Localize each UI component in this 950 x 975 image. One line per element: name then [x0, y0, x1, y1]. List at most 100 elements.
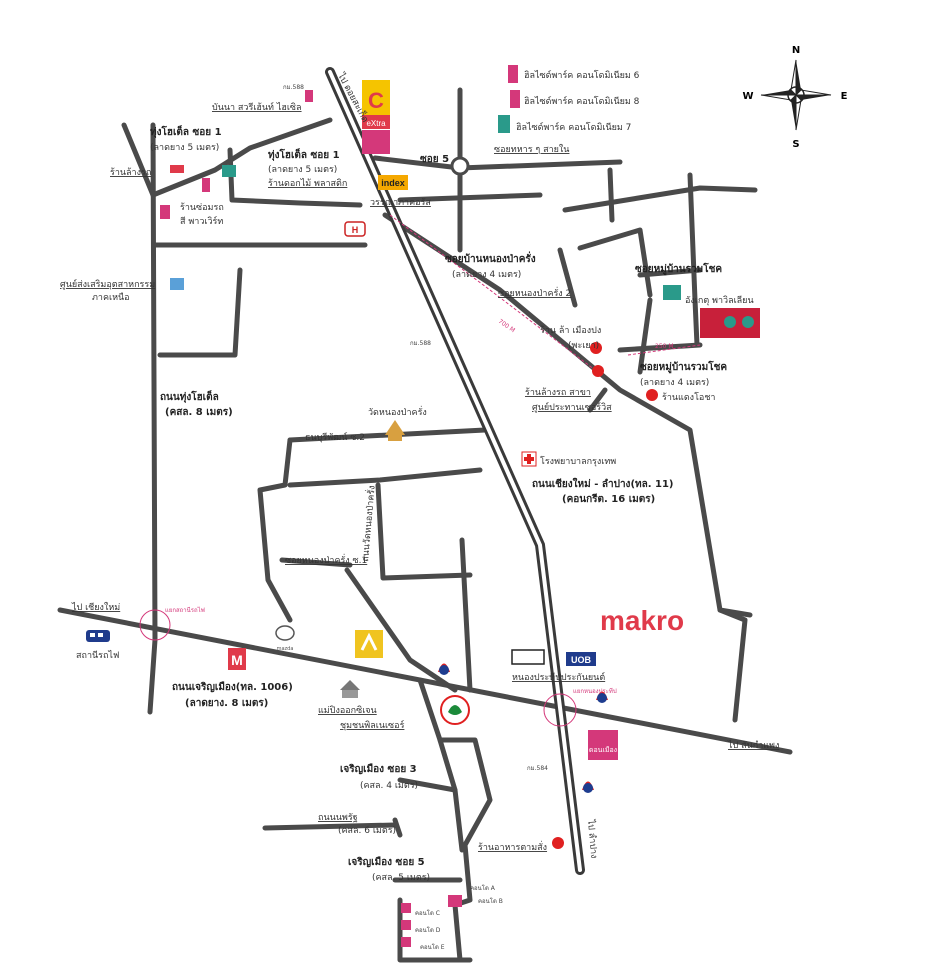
label-sirida-2: ฮิลไซด์พาร์ค คอนโดมิเนียม 8 — [524, 95, 640, 107]
label-food-shop-b: ศูนย์ประทานเซอร์วิส — [532, 401, 612, 413]
label-soi5-right: ซอยทหาร ๆ สายใน — [494, 144, 569, 155]
label-condo-e: คอนโด E — [420, 943, 445, 951]
donmuang-text: ดอนเมือง — [589, 746, 617, 754]
label-sirida-1: ฮิลไซด์พาร์ค คอนโดมิเนียม 6 — [524, 69, 640, 81]
label-to-south: ไป ลำปาง — [585, 818, 599, 859]
label-pharmacy-b: (พะเยา) — [568, 341, 599, 351]
label-km-mid: กม.588 — [410, 340, 431, 347]
mazda-text: mazda — [277, 646, 294, 652]
label-huai-soi1-b-sub: (ลาดยาง 5 เมตร) — [268, 165, 337, 175]
label-pharmacy: ร้าน ล้า เมืองปง — [540, 325, 601, 336]
label-nong-road-sub: (คสล. 6 เมตร) — [338, 826, 396, 836]
label-km-low: กม.584 — [527, 765, 548, 772]
label-nong-road: ถนนนพรัฐ — [318, 813, 358, 823]
road-network — [57, 87, 793, 963]
label-industry-b: ภาคเหนือ — [92, 292, 130, 303]
label-ban-nong-soi2: ซอยหนองป่าครั่ง 2 — [498, 286, 571, 299]
pharmacy-pin-icon — [590, 342, 602, 354]
honda-icon: H — [344, 221, 366, 237]
bigc-extra: eXtra — [366, 119, 386, 128]
label-soi-nong: ซอยหนองป่าครั่ง ซ.1 — [285, 553, 367, 566]
crossing-east-circle — [543, 693, 577, 727]
label-huai-road-sub: (คสล. 8 เมตร) — [165, 407, 233, 418]
label-cm-lampang-sub: (คอนกรีต. 16 เมตร) — [562, 493, 655, 505]
route-line — [389, 214, 596, 371]
uob-logo: UOB — [511, 649, 596, 666]
label-dist-250: 250 M — [655, 343, 674, 350]
label-industry: ศูนย์ส่งเสริมอุตสาหกรรม — [60, 278, 155, 290]
train-icon — [86, 630, 110, 642]
compass-n: N — [792, 45, 800, 56]
label-thonburi: ธนบุรีพัฒน์ ซ.2 — [305, 431, 365, 443]
compass-e: E — [841, 91, 848, 102]
label-huai-soi1-sub: (ลาดยาง 5 เมตร) — [150, 143, 219, 153]
temple-icon — [385, 420, 405, 441]
ptt-icon — [438, 663, 450, 675]
donmuang-logo: ดอนเมือง — [588, 730, 618, 760]
village-icon — [663, 285, 760, 338]
crossing-west-circle — [139, 609, 171, 641]
roundabout — [450, 156, 470, 176]
compass-w: W — [742, 91, 753, 102]
uob-text: UOB — [571, 655, 592, 665]
label-huai-road: ถนนทุ่งโฮเต็ล — [160, 389, 219, 403]
label-food-shop: ร้านล้างรถ สาขา — [525, 387, 591, 398]
label-train: สถานีรถไฟ — [76, 650, 119, 661]
shop-pin-icon-2 — [646, 389, 658, 401]
school-icon — [340, 680, 360, 698]
condo-tower-icons — [160, 65, 520, 290]
label-charoen-road-sub: (ลาดยาง. 8 เมตร) — [185, 698, 268, 709]
label-shop-repair: ร้านล้างรถ — [110, 167, 151, 178]
label-condo-a: คอนโด A — [470, 884, 496, 892]
bigc-c: C — [368, 88, 384, 113]
label-car-shop: ร้านซ่อมรถ — [180, 202, 224, 213]
index-logo: index — [378, 175, 408, 190]
bigc-extra-logo: C eXtra — [362, 80, 390, 154]
condo-bottom-icons — [401, 895, 462, 947]
label-ban-rom2-sub: (ลาดยาง 4 เมตร) — [640, 378, 709, 388]
label-huai-soi1: ทุ่งโฮเต็ล ซอย 1 — [150, 124, 222, 138]
label-to-west: ไป เชียงใหม่ — [71, 602, 120, 613]
label-crossing-east: แยกหนองประทีป — [573, 687, 617, 695]
label-car-shop-b: สี พาวเวิร์ท — [180, 215, 223, 227]
label-ban-rom: ซอยหมู่บ้านรวมโชค — [635, 262, 722, 276]
label-charoen-soi5: เจริญเมือง ซอย 5 — [348, 856, 425, 868]
label-cm-sweet: บันนา สวรีเฮ้นท์ ไฮเซิล — [212, 101, 302, 113]
compass-rose: N S E W — [742, 45, 847, 150]
kasikorn-logo — [440, 695, 470, 725]
label-village: อังเกตุ พาวิลเลียน — [685, 295, 754, 306]
label-cm-lampang: ถนนเชียงใหม่ - ลำปาง(ทล. 11) — [532, 477, 674, 490]
label-uob-branch: หนองประทีปประกันยนต์ — [512, 671, 605, 683]
krungsri-logo — [355, 630, 383, 658]
label-school: แม่ปิงออกซิเจน — [318, 705, 377, 716]
route-line-2 — [627, 344, 701, 356]
ptt-icon-3 — [582, 781, 594, 793]
label-km-top: กม.588 — [283, 84, 304, 91]
label-nong-vertical: ถนนวัดหนองป่าครั่ง — [358, 485, 378, 562]
label-temple: วัดหนองป่าครั่ง — [368, 405, 427, 418]
label-ban-nong: ซอยบ้านหนองป่าครั่ง — [445, 251, 536, 265]
label-hospital: โรงพยาบาลกรุงเทพ — [540, 456, 616, 467]
label-food-court: ร้านอาหารตามสั่ง — [478, 840, 547, 853]
label-school-b: ชุมชนพิลเนเซอร์ — [340, 719, 405, 731]
hospital-icon — [521, 451, 537, 467]
index-text: index — [381, 178, 405, 188]
label-condo-d: คอนโด D — [415, 926, 441, 934]
label-charoen-road: ถนนเจริญเมือง(ทล. 1006) — [172, 681, 293, 693]
text-labels: ไป ดอยสะเก็ด ไป ลำปาง ไป เชียงใหม่ ไป สั… — [60, 69, 779, 951]
label-sirida-3: ฮิลไซด์พาร์ค คอนโดมิเนียม 7 — [516, 121, 631, 133]
label-soi5: ซอย 5 — [420, 154, 449, 165]
label-charoen-soi5-sub: (คสล. 5 เมตร) — [372, 873, 430, 883]
compass-s: S — [792, 139, 799, 150]
label-laem-shop: ร้านแดงโอชา — [662, 392, 715, 403]
food-pin-icon — [552, 837, 564, 849]
label-huai-soi1-b: ทุ่งโฮเต็ล ซอย 1 — [268, 147, 340, 161]
label-hw-bon: วรรณาภาคอรัส — [370, 198, 431, 208]
label-flower-shop: ร้านดอกไม้ พลาสติก — [268, 178, 347, 189]
label-charoen-soi3-sub: (คสล. 4 เมตร) — [360, 781, 418, 791]
label-ban-nong-sub: (ลาดยาง 4 เมตร) — [452, 270, 521, 280]
label-dist-700: 700 M — [497, 318, 516, 334]
restaurant-icon: M — [228, 648, 246, 670]
mazda-logo: mazda — [275, 625, 295, 652]
label-makro: makro — [600, 605, 684, 636]
